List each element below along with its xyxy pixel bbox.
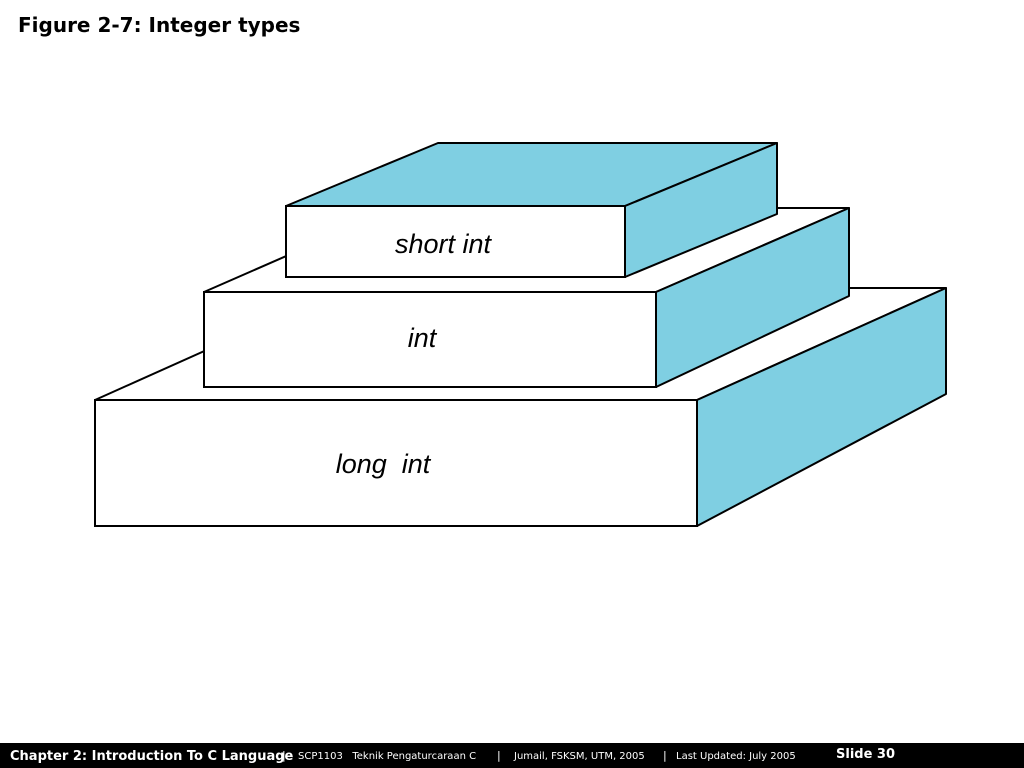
footer-chapter: Chapter 2: Introduction To C Language [10,749,294,764]
footer-slide-number: Slide 30 [836,747,896,762]
long-int-label: long int [336,449,432,479]
footer-separator: | [663,749,667,762]
slide-title: Figure 2-7: Integer types [18,13,301,37]
long-int-box-front [94,399,698,527]
footer-separator: | [282,749,286,762]
short-int-box: short int [285,142,778,278]
footer-updated: Last Updated: July 2005 [676,751,796,762]
footer-course: SCP1103 Teknik Pengaturcaraan C [298,751,477,762]
int-box-front [203,291,657,388]
integer-types-diagram: long int int short int [94,142,947,527]
footer-separator: | [497,749,501,762]
short-int-label: short int [395,229,493,259]
int-label: int [408,323,438,353]
footer-author: Jumail, FSKSM, UTM, 2005 [514,751,645,762]
short-int-box-front [285,205,626,278]
footer-bar: Chapter 2: Introduction To C Language | … [0,743,1024,768]
